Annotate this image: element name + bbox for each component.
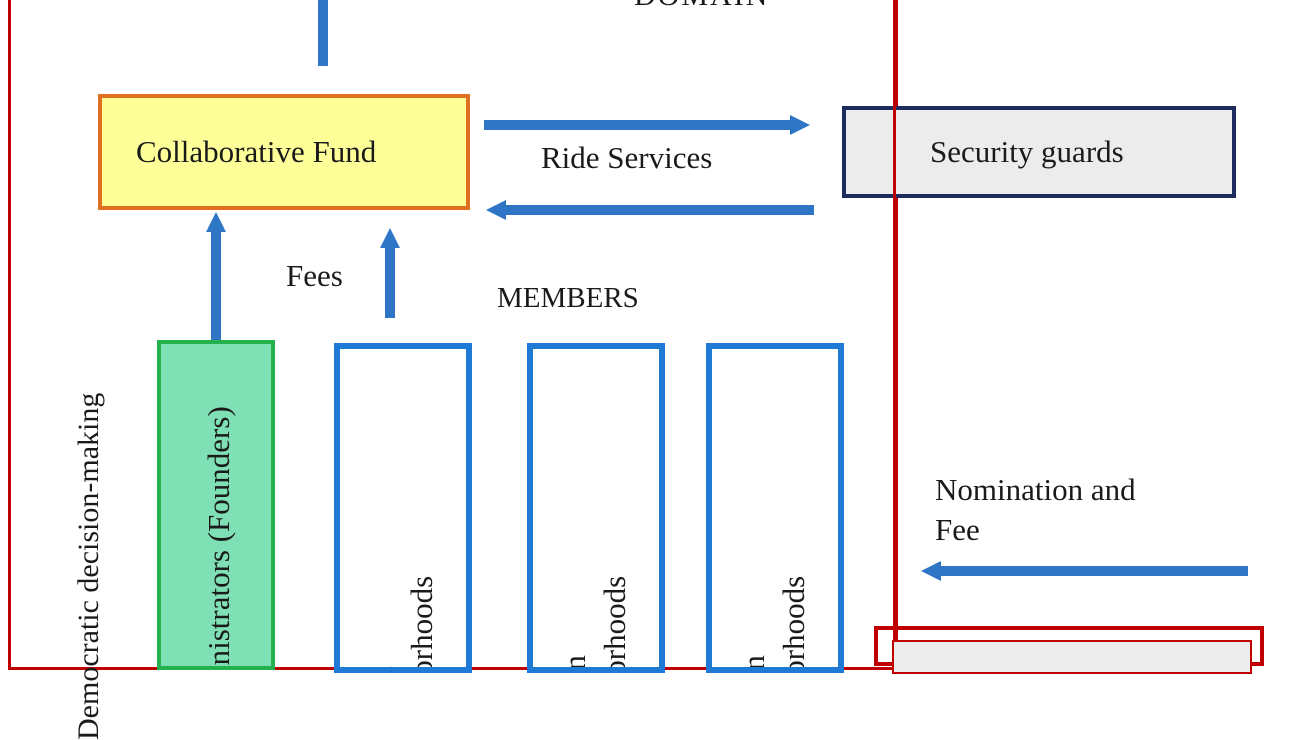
ride-services-label: Ride Services	[541, 140, 713, 175]
nomination-line2: Fee	[935, 511, 980, 547]
southern-neighborhoods-label: Southern Neighborhoods	[555, 575, 634, 673]
bottom-right-box	[874, 626, 1264, 674]
northern-line1: Northern	[734, 576, 774, 667]
nomination-fee-label: Nomination and Fee	[935, 470, 1136, 549]
security-guards-label: Security guards	[930, 134, 1124, 169]
southern-line1: Southern	[555, 576, 595, 667]
members-label: MEMBERS	[497, 282, 639, 314]
southern-neighborhoods-box: Southern Neighborhoods	[527, 343, 665, 673]
northern-neighborhoods-label: Northern Neighborhoods	[734, 575, 813, 673]
administrators-box: Administrators (Founders)	[157, 340, 275, 670]
western-line2: Neighborhoods	[403, 575, 439, 673]
western-neighborhoods-label: Western Neighborhoods	[362, 575, 441, 673]
admin-up-arrow-head	[206, 212, 226, 232]
administrators-label: Administrators (Founders)	[201, 406, 236, 670]
top-connector-line	[318, 0, 328, 66]
left-arrow-shaft	[506, 205, 814, 215]
collaborative-fund-box: Collaborative Fund	[98, 94, 470, 210]
bottom-right-inner-box	[892, 640, 1252, 674]
fees-up-arrow-head	[380, 228, 400, 248]
domain-title: DOMAIN	[634, 0, 769, 11]
domain-boundary-line	[893, 0, 896, 650]
western-line1: Western	[362, 576, 402, 667]
fees-label: Fees	[286, 258, 343, 293]
collaborative-fund-label: Collaborative Fund	[136, 134, 377, 169]
democratic-decision-making-label: Democratic decision-making	[72, 392, 105, 740]
security-guards-box: Security guards	[842, 106, 1236, 198]
northern-neighborhoods-box: Northern Neighborhoods	[706, 343, 844, 673]
admin-up-arrow-shaft	[211, 230, 221, 342]
right-arrow-head	[790, 115, 810, 135]
nomination-arrow-head	[921, 561, 941, 581]
western-neighborhoods-box: Western Neighborhoods	[334, 343, 472, 673]
nomination-line1: Nomination and	[935, 472, 1136, 507]
nomination-arrow-shaft	[940, 566, 1248, 576]
right-arrow-shaft	[484, 120, 792, 130]
southern-line2: Neighborhoods	[596, 575, 632, 673]
fees-up-arrow-shaft	[385, 246, 395, 318]
left-arrow-head	[486, 200, 506, 220]
northern-line2: Neighborhoods	[775, 575, 811, 673]
